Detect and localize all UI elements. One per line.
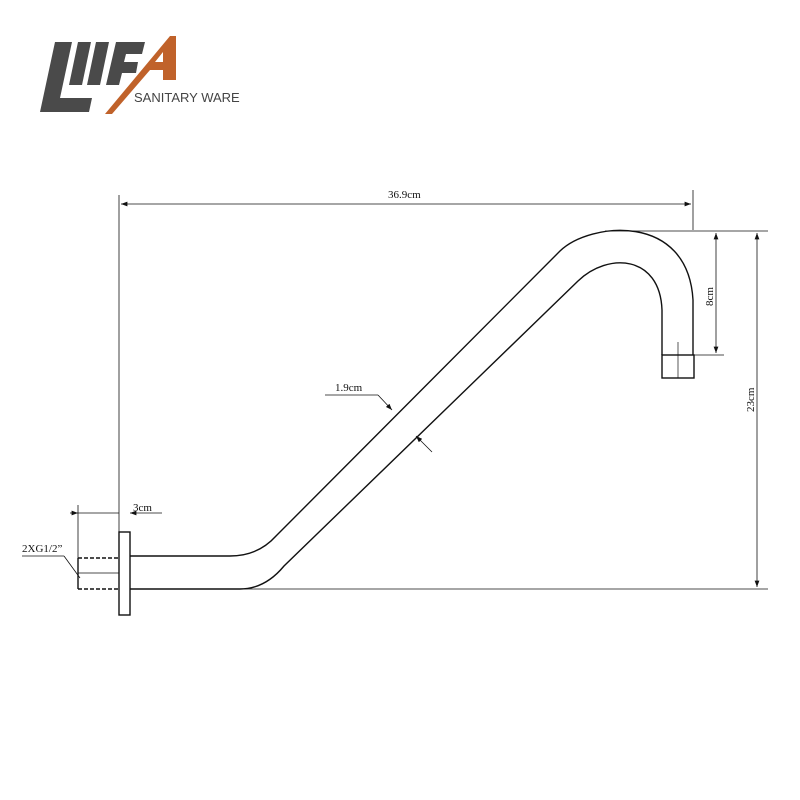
label-total-length: 36.9cm	[388, 189, 421, 201]
brand-logo: SANITARY WARE	[40, 36, 240, 114]
wall-flange	[118, 531, 131, 616]
logo-subtitle: SANITARY WARE	[134, 90, 240, 105]
shower-arm-outline	[77, 229, 695, 616]
label-flange-offset: 3cm	[133, 502, 152, 514]
label-pipe-diameter: 1.9cm	[335, 382, 363, 394]
label-drop-height: 8cm	[704, 287, 716, 306]
label-total-height: 23cm	[745, 387, 757, 412]
label-thread: 2XG1/2”	[22, 543, 62, 555]
dimension-lines	[22, 190, 768, 590]
